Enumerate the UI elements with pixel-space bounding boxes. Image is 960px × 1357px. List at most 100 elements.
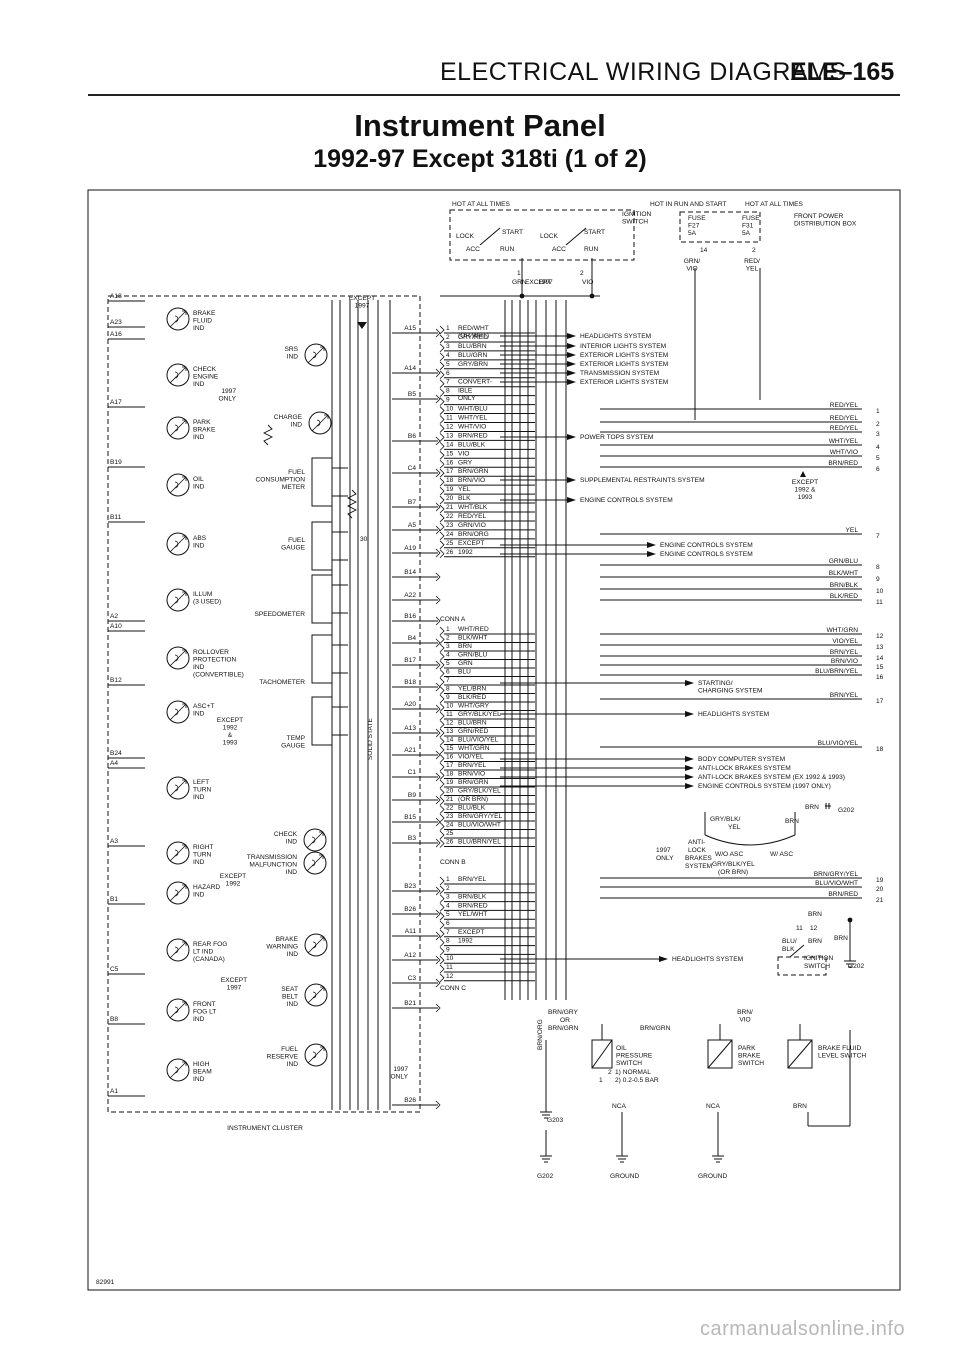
bulb-filament-icon [174,1066,179,1074]
gauge-label: FUEL [288,469,305,476]
gauge-box [311,521,333,571]
note-except-1997: EXCEPT [349,295,375,302]
connector-chevron-icon [439,343,445,353]
acc-label: ACC [466,246,480,253]
conn-b-pin-number: 18 [446,771,454,778]
indicator-bulb-icon [304,933,328,957]
connector-chevron-icon [435,704,441,714]
conn-b-wire-color: BLU [458,669,471,676]
conn-a-wire-color: BRN/GRN [458,468,489,475]
ign-g202-label: G202 [848,963,864,970]
ign-brn3-label: BRN [834,935,848,942]
conn-a-pin-number: 18 [446,477,454,484]
connector-chevron-icon [439,451,445,460]
ground-label-2: GROUND [698,1173,728,1180]
conn-b-wire-color: BLU/BRN/YEL [458,839,501,846]
conn-a-wire-color: VIO [458,450,469,457]
destination-label: POWER TOPS SYSTEM [580,434,653,441]
conn-b-wire-color: BLK/RED [458,694,486,701]
arrow-head [567,361,576,367]
connector-chevron-icon [439,334,445,344]
conn-c-header: CONN B [440,859,466,866]
connector-chevron-icon [439,973,445,983]
conn-c-wire-color: YEL/WHT [458,911,487,918]
indicator-label: SRS [284,346,298,353]
watermark: carmanualsonline.info [700,1318,906,1340]
conn-b-wire-color: GRN/RED [458,728,489,735]
indicator-bulb-icon [166,588,190,612]
connector-chevron-icon [439,424,445,433]
cluster-pin-label: B7 [408,499,416,506]
solid-state-label: SOLID STATE [367,718,374,760]
front-power-label: FRONT POWER [794,213,844,220]
output-wire-color: BRN/RED [828,891,858,898]
conn-a-wire-color: BLU/GRN [458,352,488,359]
conn-a-pin-number: 19 [446,486,454,493]
grn-label: GRN [512,279,527,286]
cluster-pin-label: A14 [404,365,416,372]
gauge-box [311,634,333,684]
indicator-label: IND [193,711,205,718]
connector-chevron-icon [439,876,445,886]
conn-a-pin-number: 4 [446,352,450,359]
conn-b-wire-color: BRN [458,643,472,650]
indicator-label: REAR FOG [193,941,227,948]
destination-label: TRANSMISSION SYSTEM [580,370,659,377]
cluster-pin-label: C3 [408,975,417,982]
indicator-label: IND [193,484,205,491]
connector-chevron-icon [435,468,441,478]
charge-resistor-icon [262,424,274,446]
conn-b-wire-color: BLU/BRN [458,720,487,727]
conn-b-wire-color: BRN/VIO [458,771,485,778]
conn-b-pin-number: 4 [446,652,450,659]
gauge-label: TEMP [287,735,306,742]
bulb-filament-icon [174,540,179,548]
indicator-label: FLUID [193,318,212,325]
switch-blade [479,227,501,246]
output-wire-number: 9 [876,576,880,583]
conn-a-wire-color: BRN/RED [458,432,488,439]
output-wire-color: BRN/BLK [830,582,859,589]
connector-chevron-icon [435,728,441,738]
indicator-label: CHECK [274,831,298,838]
output-wire-number: 2 [876,421,880,428]
fuse-f31-label: 5A [742,230,751,237]
conn-b-wire-color: WHT/GRN [458,745,490,752]
note-1997-only: 1997 [221,388,236,395]
output-wire-color: VIO/YEL [832,638,858,645]
front-power-label: DISTRIBUTION BOX [794,221,857,228]
output-wire-number: 20 [876,886,884,893]
gauge-box [311,696,333,746]
connector-label-b24: B24 [110,750,122,757]
connector-chevron-icon [439,459,445,469]
arrow-head [567,379,576,385]
connector-chevron-icon [439,531,445,541]
vio-label: VIO [582,279,593,286]
ign-brn-label: BRN [808,911,822,918]
oil-pressure-label: OIL [616,1045,627,1052]
bulb-filament-icon [174,481,179,489]
connector-chevron-icon [435,838,441,848]
bottom-brn-grn-label: BRN/GRN [548,1025,579,1032]
arrow-head [685,756,694,762]
arrow-head [685,711,694,717]
oil-pin2-label: 2 [608,1069,612,1076]
indicator-label: FUEL [281,1046,298,1053]
indicator-label: TURN [193,787,212,794]
indicator-label: PROTECTION [193,657,236,664]
conn-a-wire-color: 1992 [458,549,473,556]
cluster-pin-label: B6 [408,433,416,440]
bulb-filament-icon [316,419,321,427]
cluster-pin-label: B16 [404,613,416,620]
destination-label: EXTERIOR LIGHTS SYSTEM [580,361,668,368]
arrow-head [567,333,576,339]
conn-b-pin-number: 15 [446,745,454,752]
bulb-filament-icon [174,784,179,792]
connector-chevron-icon [439,894,445,903]
connector-chevron-icon [439,822,445,831]
connector-chevron-icon [439,703,445,712]
indicator-label: ROLLOVER [193,649,229,656]
cluster-pin-label: B5 [408,391,416,398]
conn-b-pin-number: 14 [446,737,454,744]
connector-chevron-icon [439,929,445,939]
